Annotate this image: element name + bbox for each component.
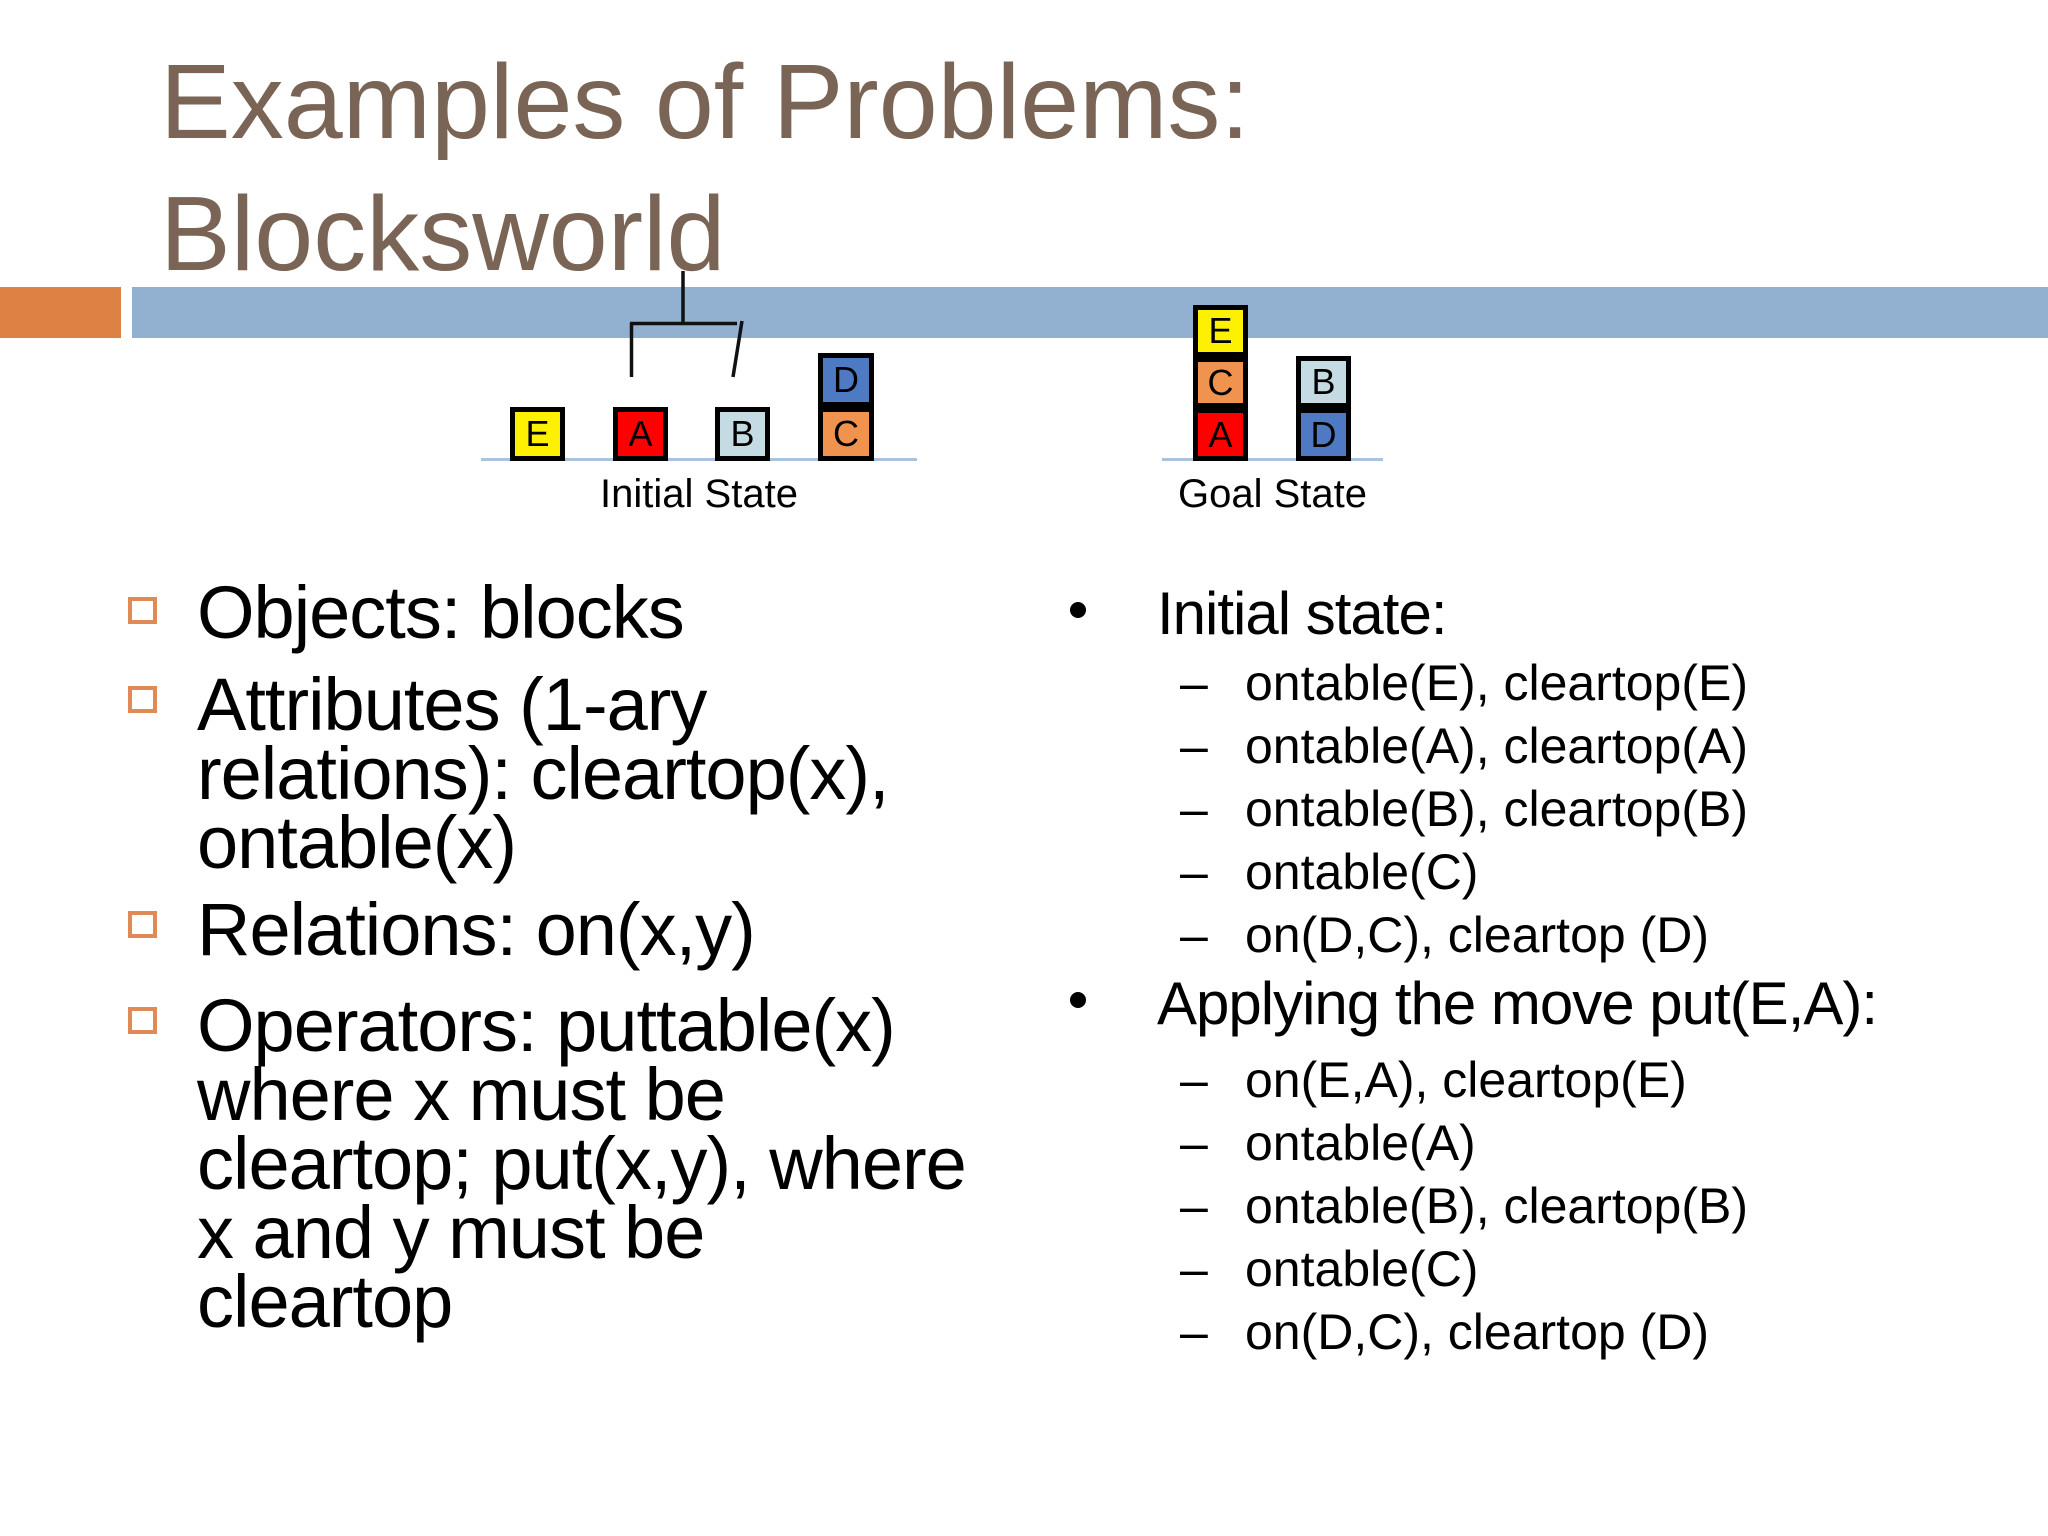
bullet-item-attributes: Attributes (1-ary relations): cleartop(x…	[197, 663, 890, 884]
dash-bullet: –	[1180, 1115, 1208, 1171]
dash-bullet: –	[1180, 655, 1208, 711]
list-item: –ontable(A)	[1180, 1112, 2040, 1175]
block-initial-B: B	[715, 407, 770, 461]
right-header-applying-move: Applying the move put(E,A):	[1157, 970, 1878, 1037]
dash-bullet: –	[1180, 1178, 1208, 1234]
square-bullet-icon	[128, 911, 157, 938]
fact-text: ontable(A)	[1245, 1115, 1476, 1171]
after-move-fact-list: –on(E,A), cleartop(E) –ontable(A) –ontab…	[1180, 1049, 2040, 1364]
dash-bullet: –	[1180, 1241, 1208, 1297]
bullet-item-operators: Operators: puttable(x) where x must be c…	[197, 984, 967, 1343]
dash-bullet: –	[1180, 844, 1208, 900]
fact-text: on(E,A), cleartop(E)	[1245, 1052, 1687, 1108]
goal-table-line	[1162, 458, 1383, 461]
initial-state-label: Initial State	[600, 472, 798, 516]
block-initial-D: D	[818, 353, 874, 407]
block-initial-A: A	[613, 407, 668, 461]
right-header-initial-state: Initial state:	[1157, 580, 1447, 647]
list-item: –on(E,A), cleartop(E)	[1180, 1049, 2040, 1112]
fact-text: ontable(B), cleartop(B)	[1245, 1178, 1749, 1234]
fact-text: on(D,C), cleartop (D)	[1245, 1304, 1709, 1360]
list-item: –ontable(A), cleartop(A)	[1180, 715, 2040, 778]
dash-bullet: –	[1180, 1052, 1208, 1108]
fact-text: ontable(E), cleartop(E)	[1245, 655, 1749, 711]
block-initial-C: C	[818, 407, 874, 461]
list-item: –ontable(E), cleartop(E)	[1180, 652, 2040, 715]
block-goal-A: A	[1193, 408, 1248, 461]
fact-text: ontable(C)	[1245, 844, 1479, 900]
block-goal-E: E	[1193, 305, 1248, 357]
accent-bar-orange	[0, 287, 121, 338]
list-item: –ontable(B), cleartop(B)	[1180, 778, 2040, 841]
list-item: –ontable(C)	[1180, 1238, 2040, 1301]
slide-title: Examples of Problems: Blocksworld	[160, 43, 1250, 293]
bullet-item-relations: Relations: on(x,y)	[197, 888, 756, 971]
accent-bar-blue	[132, 287, 2048, 338]
goal-state-label: Goal State	[1177, 472, 1367, 516]
block-goal-C: C	[1193, 357, 1248, 408]
square-bullet-icon	[128, 686, 157, 713]
list-item: –on(D,C), cleartop (D)	[1180, 1301, 2040, 1364]
initial-state-fact-list: –ontable(E), cleartop(E) –ontable(A), cl…	[1180, 652, 2040, 967]
list-item: –ontable(B), cleartop(B)	[1180, 1175, 2040, 1238]
initial-table-line	[481, 458, 917, 461]
block-goal-D: D	[1296, 408, 1351, 461]
list-item: –on(D,C), cleartop (D)	[1180, 904, 2040, 967]
bullet-item-objects: Objects: blocks	[197, 571, 685, 654]
dash-bullet: –	[1180, 781, 1208, 837]
fact-text: ontable(A), cleartop(A)	[1245, 718, 1749, 774]
block-initial-E: E	[510, 407, 565, 461]
annotation-connector-line	[629, 271, 744, 378]
dash-bullet: –	[1180, 1304, 1208, 1360]
square-bullet-icon	[128, 1007, 157, 1034]
fact-text: ontable(B), cleartop(B)	[1245, 781, 1749, 837]
fact-text: ontable(C)	[1245, 1241, 1479, 1297]
round-bullet-icon	[1070, 992, 1086, 1008]
dash-bullet: –	[1180, 718, 1208, 774]
round-bullet-icon	[1070, 602, 1086, 618]
list-item: –ontable(C)	[1180, 841, 2040, 904]
square-bullet-icon	[128, 597, 157, 624]
dash-bullet: –	[1180, 907, 1208, 963]
block-goal-B: B	[1296, 356, 1351, 408]
fact-text: on(D,C), cleartop (D)	[1245, 907, 1709, 963]
